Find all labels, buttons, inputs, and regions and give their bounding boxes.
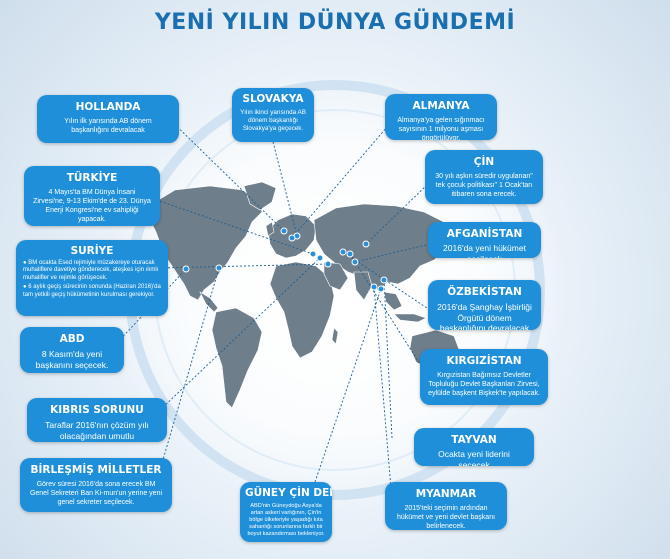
card-text: 4 Mayıs'ta BM Dünya İnsani Zirvesi'ne, 9… — [33, 189, 151, 223]
marker-almanya — [288, 234, 296, 242]
line-slovakya — [271, 137, 298, 237]
card-cin: ÇİN 30 yılı aşkın süredir uygulanan" tek… — [425, 150, 543, 204]
card-text: 2016'da yeni hükümet seçilecek — [443, 243, 526, 258]
bullet-text: 6 aylık geçiş sürecinin sonunda (Haziran… — [23, 284, 161, 298]
card-heading: SLOVAKYA — [242, 93, 304, 105]
marker-ozbekistan — [339, 248, 347, 256]
uk-shape — [265, 221, 275, 237]
card-heading: MYANMAR — [415, 488, 477, 500]
line-turkiye — [144, 195, 314, 255]
card-text: Yılın ikinci yarısında AB dönem başkanlı… — [240, 109, 306, 132]
card-heading: HOLLANDA — [75, 101, 141, 113]
card-heading: ÖZBEKİSTAN — [447, 286, 522, 298]
card-heading: KIRGIZİSTAN — [446, 355, 522, 367]
marker-turkiye — [309, 250, 317, 258]
marker-afganistan — [351, 258, 359, 266]
page-title: YENİ YILIN DÜNYA GÜNDEMİ — [154, 10, 516, 35]
card-ozbekistan: ÖZBEKİSTAN 2016'da Şanghay İşbirliği Örg… — [428, 280, 541, 330]
marker-birlesmis — [215, 264, 223, 272]
card-text: ABD'nin Güneydoğu Asya'da artan askeri v… — [247, 503, 325, 537]
africa-shape — [269, 261, 335, 359]
card-text: Görev süresi 2016'da sona erecek BM Gene… — [29, 481, 163, 506]
card-abd: ABD 8 Kasım'da yeni başkanını seçecek. — [20, 327, 124, 373]
south-america-shape — [211, 307, 263, 409]
card-heading: KIBRIS SORUNU — [50, 404, 144, 416]
card-slovakya: SLOVAKYA Yılın ikinci yarısında AB dönem… — [232, 88, 314, 142]
card-text: Ocakta yeni liderini seçecek — [438, 449, 510, 466]
card-heading: TÜRKİYE — [66, 172, 118, 184]
line-birlesmis — [159, 267, 220, 471]
madagascar-shape — [331, 327, 339, 345]
line-guneycin — [314, 288, 382, 483]
card-heading: BİRLEŞMİŞ MİLLETLER — [30, 464, 162, 476]
card-tayvan: TAYVAN Ocakta yeni liderini seçecek — [414, 428, 534, 466]
card-hollanda: HOLLANDA Yılın ilk yarısında AB dönem ba… — [37, 95, 179, 143]
card-text: Taraflar 2016'nın çözüm yılı olacağından… — [45, 420, 149, 441]
card-kibris: KIBRIS SORUNU Taraflar 2016'nın çözüm yı… — [27, 398, 167, 442]
card-suriye: SURİYE ● BM ocakta Esed rejimiyle müzake… — [16, 240, 168, 316]
suriye-bullet-1: ● BM ocakta Esed rejimiyle müzakereye ot… — [23, 260, 159, 281]
india-shape — [353, 271, 373, 301]
card-text: Kırgızistan Bağımsız Devletler Topluluğu… — [428, 372, 540, 397]
marker-suriye — [324, 260, 332, 268]
card-text: 2015'teki seçimin ardından hükümet ve ye… — [396, 505, 496, 530]
marker-guneycin — [377, 285, 385, 293]
indonesia-shape — [393, 313, 427, 323]
marker-kirgizistan — [346, 250, 354, 258]
bullet-text: BM ocakta Esed rejimiyle müzakereye otur… — [23, 260, 159, 281]
card-myanmar: MYANMAR 2015'teki seçimin ardından hüküm… — [385, 482, 507, 530]
card-heading: ALMANYA — [412, 100, 470, 112]
line-cin — [365, 181, 431, 245]
marker-cin — [362, 240, 370, 248]
continents — [149, 181, 473, 409]
central-america-shape — [199, 291, 219, 313]
line-hollanda — [159, 109, 285, 232]
card-birlesmis: BİRLEŞMİŞ MİLLETLER Görev süresi 2016'da… — [20, 458, 172, 512]
marker-tayvan — [380, 276, 388, 284]
card-guneycin: GÜNEY ÇİN DENİZİ ABD'nin Güneydoğu Asya'… — [240, 482, 332, 542]
arabia-shape — [323, 261, 349, 291]
location-markers — [182, 227, 388, 293]
card-text: Yılın ilk yarısında AB dönem başkanlığın… — [64, 118, 152, 134]
marker-myanmar — [370, 283, 378, 291]
marker-abd — [182, 265, 190, 273]
marker-kibris — [316, 254, 324, 262]
card-almanya: ALMANYA Almanya'ya gelen sığınmacı sayıs… — [385, 94, 497, 140]
card-heading: GÜNEY ÇİN DENİZİ — [245, 487, 332, 499]
line-almanya — [291, 119, 394, 239]
card-kirgizistan: KIRGIZİSTAN Kırgızistan Bağımsız Devletl… — [420, 349, 548, 405]
suriye-bullet-2: ● 6 aylık geçiş sürecinin sonunda (Hazir… — [23, 284, 161, 298]
card-heading: ABD — [59, 333, 85, 345]
southeast-asia-shape — [383, 291, 403, 311]
marker-hollanda — [280, 227, 288, 235]
line-afganistan — [354, 243, 431, 263]
card-text: 2016'da Şanghay İşbirliği Örgütü dönem b… — [437, 302, 532, 330]
card-heading: TAYVAN — [451, 434, 497, 446]
card-turkiye: TÜRKİYE 4 Mayıs'ta BM Dünya İnsani Zirve… — [24, 166, 160, 226]
card-text: 8 Kasım'da yeni başkanını seçecek. — [35, 349, 109, 370]
card-text: 30 yılı aşkın süredir uygulanan" tek çoc… — [435, 173, 533, 198]
card-text: Almanya'ya gelen sığınmacı sayısının 1 m… — [397, 117, 485, 140]
card-afganistan: AFGANİSTAN 2016'da yeni hükümet seçilece… — [428, 222, 541, 258]
line-kibris — [159, 257, 321, 411]
card-heading: AFGANİSTAN — [446, 228, 523, 240]
greenland-shape — [243, 181, 277, 211]
card-heading: ÇİN — [473, 156, 495, 168]
card-heading: SURİYE — [70, 245, 114, 257]
line-kirgizistan — [349, 253, 431, 381]
